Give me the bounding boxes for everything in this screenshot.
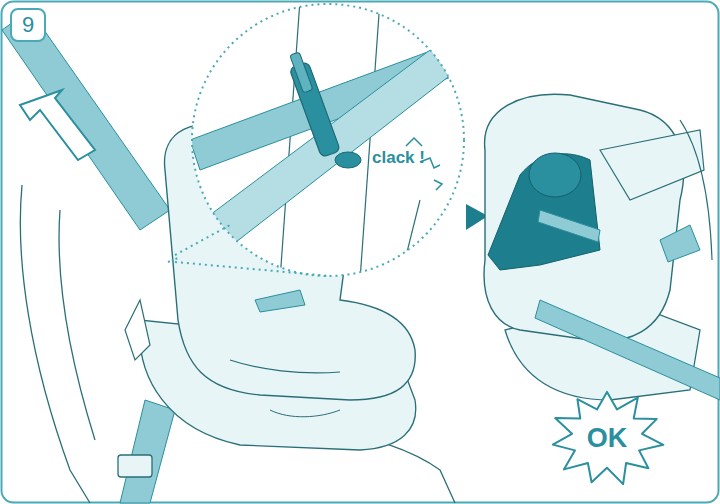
sound-label: clack ! (372, 148, 425, 168)
zoom-detail (175, 0, 470, 280)
pull-arrow (20, 90, 95, 160)
step-number: 9 (22, 12, 34, 38)
child-seat-right (484, 94, 720, 400)
ok-text: OK (587, 423, 628, 454)
ok-starburst: OK (548, 388, 666, 488)
step-number-box: 9 (10, 8, 46, 42)
